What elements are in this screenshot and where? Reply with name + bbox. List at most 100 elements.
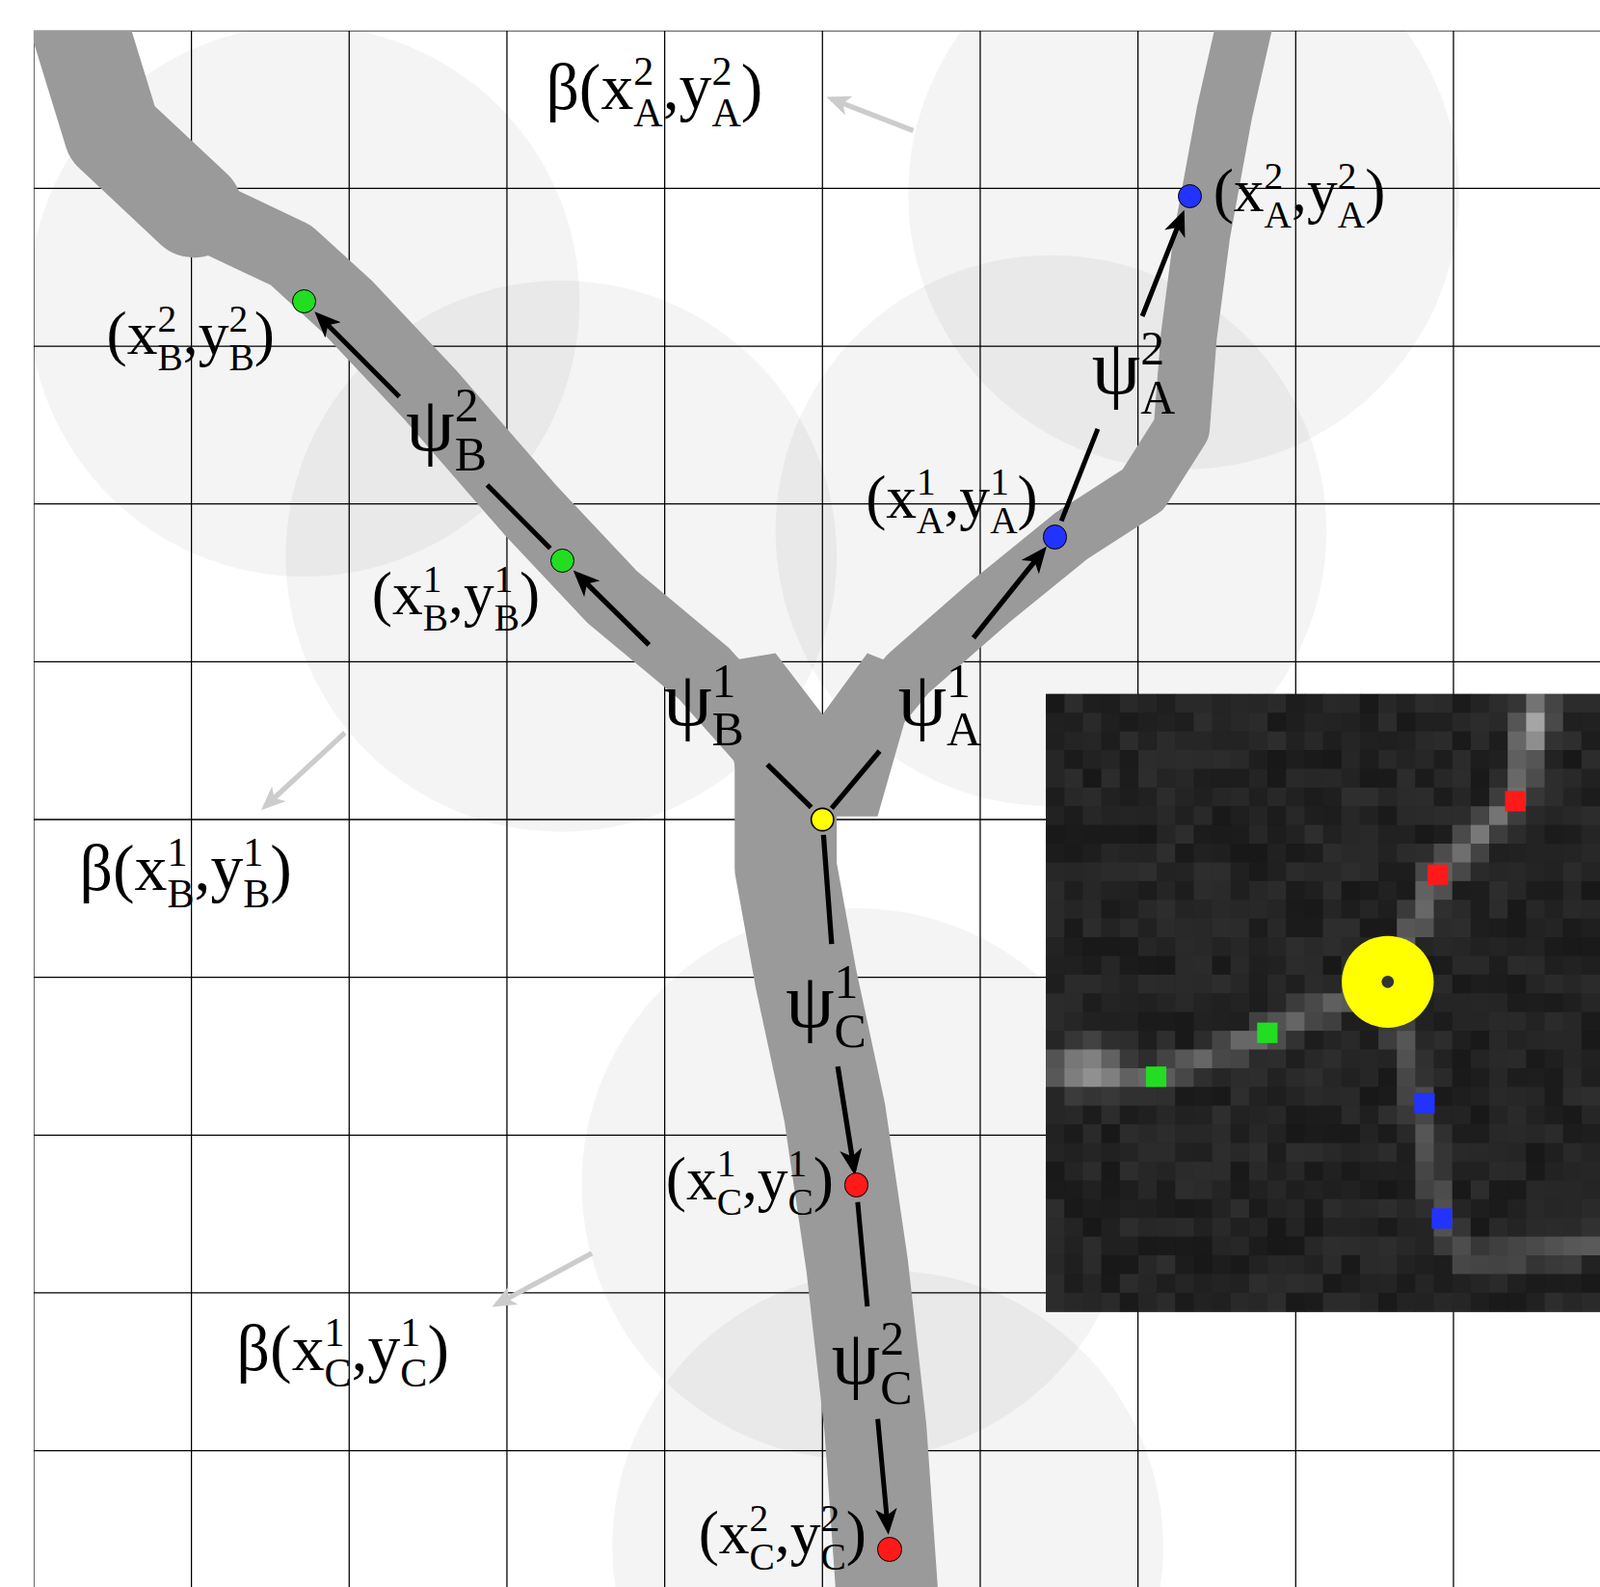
inset-pixel: [1414, 825, 1435, 845]
inset-pixel: [1489, 1049, 1509, 1069]
inset-pixel: [1212, 1105, 1232, 1125]
inset-pixel: [1285, 825, 1306, 845]
inset-pixel: [1507, 899, 1527, 919]
inset-pixel: [1545, 1161, 1565, 1181]
inset-pixel: [1174, 749, 1195, 770]
inset-pixel: [1267, 1067, 1287, 1088]
inset-pixel: [1120, 861, 1140, 881]
inset-pixel: [1360, 1105, 1380, 1125]
inset-pixel: [1249, 880, 1269, 901]
inset-pixel: [1507, 936, 1527, 957]
inset-pixel: [1045, 1049, 1066, 1069]
inset-pixel: [1414, 1236, 1435, 1256]
inset-pixel: [1285, 899, 1306, 919]
inset-pixel: [1082, 1012, 1102, 1032]
inset-pixel: [1156, 1086, 1176, 1106]
beta-arrow: [831, 99, 914, 132]
inset-pixel: [1045, 955, 1066, 975]
inset-pixel: [1101, 693, 1121, 714]
inset-pixel: [1230, 936, 1251, 957]
inset-pixel: [1507, 1086, 1527, 1106]
inset-pixel: [1082, 1254, 1102, 1275]
inset-pixel: [1341, 825, 1361, 845]
inset-pixel: [1525, 1030, 1546, 1050]
text-run: B: [228, 339, 254, 377]
inset-pixel: [1452, 768, 1472, 788]
text-run: 2: [820, 1499, 840, 1538]
inset-pixel: [1267, 1236, 1287, 1256]
inset-pixel: [1470, 1143, 1491, 1163]
inset-pixel: [1304, 1086, 1324, 1106]
inset-pixel: [1045, 1217, 1066, 1237]
inset-pixel: [1304, 936, 1324, 957]
inset-pixel: [1138, 918, 1158, 938]
inset-pixel: [1414, 712, 1435, 732]
inset-pixel: [1507, 1067, 1527, 1088]
inset-pixel: [1545, 731, 1565, 751]
inset-pixel: [1341, 1236, 1361, 1256]
inset-pixel: [1174, 899, 1195, 919]
inset-pixel: [1304, 992, 1324, 1013]
inset-pixel: [1378, 843, 1398, 863]
text-run: C: [820, 1538, 846, 1576]
inset-pixel: [1212, 1030, 1232, 1050]
inset-pixel: [1341, 1199, 1361, 1219]
inset-pixel: [1323, 1199, 1343, 1219]
inset-pixel: [1064, 749, 1084, 770]
inset-pixel: [1378, 1199, 1398, 1219]
inset-pixel: [1507, 1217, 1527, 1237]
inset-pixel: [1360, 843, 1380, 863]
inset-pixel: [1525, 825, 1546, 845]
inset-pixel: [1489, 712, 1509, 732]
inset-pixel: [1489, 1292, 1509, 1312]
inset-pixel: [1045, 1012, 1066, 1032]
inset-pixel: [1120, 1030, 1140, 1050]
inset-pixel: [1341, 1161, 1361, 1181]
inset-pixel: [1045, 1292, 1066, 1312]
inset-pixel: [1156, 992, 1176, 1013]
coordinate-point: (x1C,y1C): [844, 1172, 869, 1197]
inset-pixel: [1452, 1273, 1472, 1293]
inset-pixel: [1470, 918, 1491, 938]
inset-pixel: [1249, 955, 1269, 975]
inset-pixel: [1525, 1161, 1546, 1181]
inset-pixel: [1082, 918, 1102, 938]
inset-pixel: [1138, 1161, 1158, 1181]
inset-pixel: [1525, 918, 1546, 938]
inset-pixel: [1507, 1012, 1527, 1032]
inset-pixel: [1525, 1086, 1546, 1106]
inset-pixel: [1545, 1049, 1565, 1069]
inset-pixel: [1396, 1067, 1416, 1088]
inset-pixel: [1212, 1086, 1232, 1106]
inset-pixel: [1101, 974, 1121, 994]
inset-pixel: [1360, 1199, 1380, 1219]
inset-pixel: [1267, 1254, 1287, 1275]
beta-label: β(x2A,y2A): [545, 50, 763, 134]
inset-pixel: [1378, 899, 1398, 919]
coordinate-point: (x2C,y2C): [877, 1536, 902, 1561]
inset-pixel: [1489, 768, 1509, 788]
inset-pixel: [1360, 1086, 1380, 1106]
inset-pixel: [1193, 936, 1213, 957]
inset-pixel: [1507, 693, 1527, 714]
inset-pixel: [1414, 918, 1435, 938]
inset-pixel: [1174, 1067, 1195, 1088]
inset-pixel: [1193, 974, 1213, 994]
inset-pixel: [1156, 1179, 1176, 1200]
text-run: 2: [1140, 324, 1165, 374]
inset-pixel: [1470, 843, 1491, 863]
text-run: ): [813, 1144, 834, 1213]
inset-pixel: [1082, 1143, 1102, 1163]
inset-pixel: [1545, 1012, 1565, 1032]
inset-pixel: [1545, 1199, 1565, 1219]
inset-pixel: [1285, 1067, 1306, 1088]
inset-pixel: [1212, 1012, 1232, 1032]
inset-pixel: [1285, 787, 1306, 807]
inset-pixel: [1489, 918, 1509, 938]
inset-pixel: [1563, 899, 1583, 919]
inset-pixel: [1193, 1086, 1213, 1106]
inset-pixel: [1304, 880, 1324, 901]
potential-label: ψ2B: [405, 378, 487, 479]
inset-pixel: [1267, 1179, 1287, 1200]
inset-pixel: [1304, 1217, 1324, 1237]
